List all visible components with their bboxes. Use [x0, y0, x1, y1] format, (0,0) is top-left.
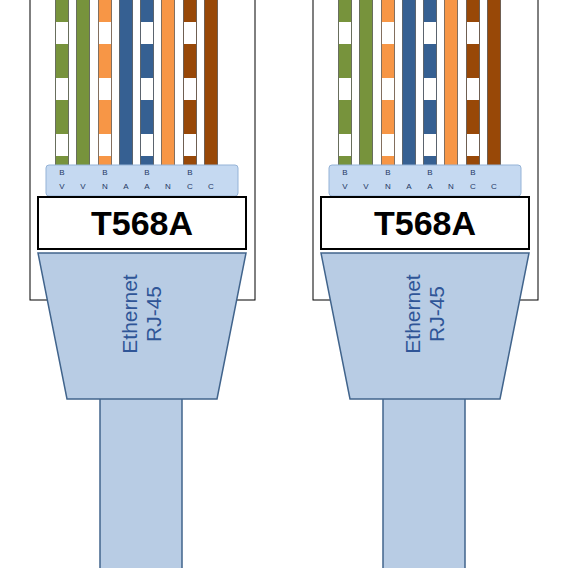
wire-color-letter: N	[381, 183, 395, 191]
wire	[424, 0, 437, 166]
wire-stripe	[467, 22, 479, 44]
wire	[467, 0, 480, 166]
wire-stripe	[339, 22, 351, 44]
boot-shape	[321, 253, 529, 399]
standard-label-box: T568A	[37, 196, 247, 250]
wire	[360, 0, 373, 166]
wire-color-letter: V	[338, 183, 352, 191]
wire-color-letter: B	[381, 169, 395, 177]
wire	[120, 0, 133, 166]
wire	[141, 0, 154, 166]
wire	[445, 0, 458, 166]
wire-stripe	[184, 78, 196, 100]
standard-name: T568A	[91, 204, 193, 243]
wire-stripe	[184, 134, 196, 156]
wire-color-letter: B	[338, 169, 352, 177]
wire-stripe	[141, 22, 153, 44]
wire-stripe	[99, 22, 111, 44]
wire	[99, 0, 112, 166]
wire-stripe	[339, 78, 351, 100]
connector-boot: Ethernet RJ-45	[320, 252, 530, 400]
wire-color-letter: B	[466, 169, 480, 177]
wire-color-letter: C	[466, 183, 480, 191]
boot-shape	[38, 253, 246, 399]
wire-stripe	[99, 78, 111, 100]
wire-color-letter: N	[444, 183, 458, 191]
wire-color-letter: N	[98, 183, 112, 191]
wire-color-letter: A	[140, 183, 154, 191]
cable	[383, 398, 465, 568]
connector-name: Ethernet RJ-45	[401, 266, 449, 362]
wire-stripe	[382, 78, 394, 100]
wire-color-letter: B	[98, 169, 112, 177]
wire	[403, 0, 416, 166]
wire-color-letter: C	[183, 183, 197, 191]
wire-color-letter: B	[423, 169, 437, 177]
wire-stripe	[99, 134, 111, 156]
wire	[382, 0, 395, 166]
wire-stripe	[56, 22, 68, 44]
wire-stripe	[424, 78, 436, 100]
standard-name: T568A	[374, 204, 476, 243]
wire-color-letter: C	[487, 183, 501, 191]
wire-color-letter: B	[140, 169, 154, 177]
wire-color-letter: A	[119, 183, 133, 191]
wire-color-letter: A	[402, 183, 416, 191]
wire-stripe	[339, 134, 351, 156]
wire-stripe	[424, 22, 436, 44]
wire-stripe	[467, 134, 479, 156]
connector-boot: Ethernet RJ-45	[37, 252, 247, 400]
contact-band	[46, 165, 238, 196]
wire-color-letter: B	[183, 169, 197, 177]
wire-color-letter: C	[204, 183, 218, 191]
wire-stripe	[424, 134, 436, 156]
wire-color-letter: B	[55, 169, 69, 177]
wire-color-letter: N	[161, 183, 175, 191]
wire	[205, 0, 218, 166]
wire-color-letter: V	[55, 183, 69, 191]
wire-stripe	[141, 78, 153, 100]
standard-label-box: T568A	[320, 196, 530, 250]
connector-name: Ethernet RJ-45	[118, 266, 166, 362]
wire-stripe	[467, 78, 479, 100]
contact-band	[329, 165, 521, 196]
wire-stripe	[141, 134, 153, 156]
wire	[339, 0, 352, 166]
wire	[488, 0, 501, 166]
wire-stripe	[56, 78, 68, 100]
wire-stripe	[184, 22, 196, 44]
wire	[56, 0, 69, 166]
wire	[77, 0, 90, 166]
wire-color-letter: V	[76, 183, 90, 191]
wire	[184, 0, 197, 166]
wire-stripe	[382, 22, 394, 44]
wire	[162, 0, 175, 166]
wire-color-letter: V	[359, 183, 373, 191]
wire-color-letter: A	[423, 183, 437, 191]
wire-stripe	[56, 134, 68, 156]
cable	[100, 398, 182, 568]
wire-stripe	[382, 134, 394, 156]
